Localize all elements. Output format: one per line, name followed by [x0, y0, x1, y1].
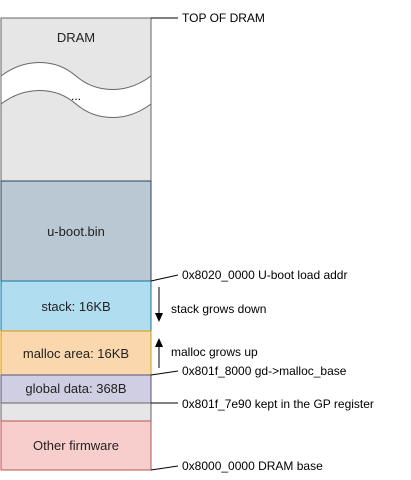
malloc-base-label: 0x801f_8000 gd->malloc_base	[182, 364, 347, 378]
leader-dram-base	[150, 465, 179, 471]
global-data-region-box	[0, 374, 152, 404]
malloc-grows-label: malloc grows up	[171, 345, 258, 359]
stack-region: stack: 16KB	[0, 280, 152, 332]
stack-grows-arrow	[155, 287, 163, 322]
gp-register-label: 0x801f_7e90 kept in the GP register	[182, 397, 374, 411]
global-data-region-label: global data: 368B	[25, 381, 126, 396]
wave-break	[0, 62, 152, 118]
dram-region: DRAM ...	[0, 17, 152, 182]
malloc-region-label: malloc area: 16KB	[23, 346, 129, 361]
uboot-region-label: u-boot.bin	[47, 224, 105, 239]
global-data-region: global data: 368B	[0, 374, 152, 404]
leader-malloc-base	[150, 370, 179, 376]
uboot-load-addr-label: 0x8020_0000 U-boot load addr	[182, 268, 347, 282]
top-of-dram-label: TOP OF DRAM	[182, 11, 265, 25]
stack-region-box	[0, 280, 152, 332]
wave-ellipsis: ...	[71, 89, 81, 103]
gap-region	[0, 402, 152, 422]
dram-region-label: DRAM	[57, 30, 95, 45]
malloc-region: malloc area: 16KB	[0, 330, 152, 376]
uboot-region: u-boot.bin	[0, 180, 152, 282]
dram-base-label: 0x8000_0000 DRAM base	[182, 459, 323, 473]
firmware-region-label: Other firmware	[33, 438, 119, 453]
malloc-region-box	[0, 330, 152, 376]
firmware-region: Other firmware	[0, 420, 152, 471]
leader-uboot-load	[150, 274, 179, 282]
stack-region-label: stack: 16KB	[41, 299, 110, 314]
leader-lines	[150, 17, 179, 471]
stack-grows-label: stack grows down	[171, 302, 266, 316]
uboot-region-box	[0, 180, 152, 282]
firmware-region-box	[0, 420, 152, 471]
malloc-grows-arrow	[155, 338, 163, 368]
